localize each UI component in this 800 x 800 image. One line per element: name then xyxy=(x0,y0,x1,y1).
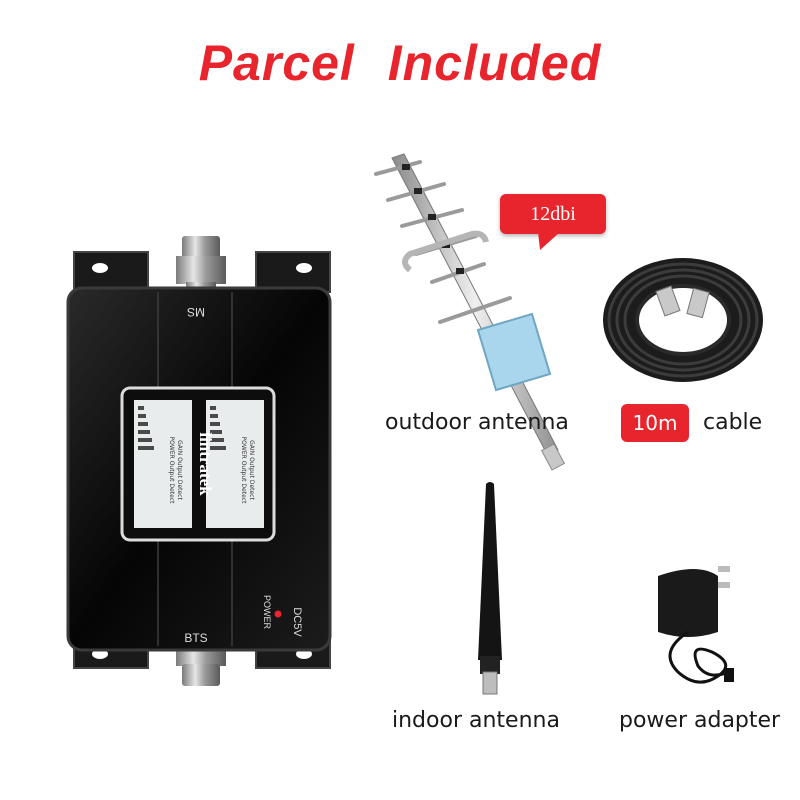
display-right-line-1: GAIN Output Detect xyxy=(248,440,255,500)
power-adapter-label: power adapter xyxy=(619,708,781,733)
whip-antenna-icon xyxy=(478,482,502,695)
display-right-line-2: POWER Output Detect xyxy=(240,437,247,505)
booster-brand: lintratek xyxy=(196,432,215,496)
display-left-line-2: POWER Output Detect xyxy=(168,437,175,505)
outdoor-antenna-label: outdoor antenna xyxy=(385,410,569,435)
cable-length-text: 10m xyxy=(632,411,678,435)
display-left-line-1: GAIN Output Detect xyxy=(176,440,183,500)
port-bottom-label: BTS xyxy=(184,631,207,645)
power-adapter-icon xyxy=(658,566,734,684)
yagi-antenna-icon xyxy=(374,153,566,471)
cable-length-badge: 10m xyxy=(621,404,689,442)
coaxial-cable-icon xyxy=(603,258,763,382)
port-top-label: MS xyxy=(187,305,205,319)
indoor-antenna-label: indoor antenna xyxy=(392,708,560,733)
dc-label: DC5V xyxy=(291,607,303,637)
cable-label: cable xyxy=(703,410,763,435)
page-title: Parcel Included xyxy=(198,35,602,91)
gain-badge-text: 12dbi xyxy=(530,202,576,225)
antenna-gain-badge: 12dbi xyxy=(500,194,606,234)
power-label: POWER xyxy=(262,595,272,630)
signal-booster-icon: lintratek GAIN Output Detect POWER Outpu… xyxy=(66,236,332,686)
power-led xyxy=(274,610,282,618)
badge-pointer-icon xyxy=(538,232,560,250)
